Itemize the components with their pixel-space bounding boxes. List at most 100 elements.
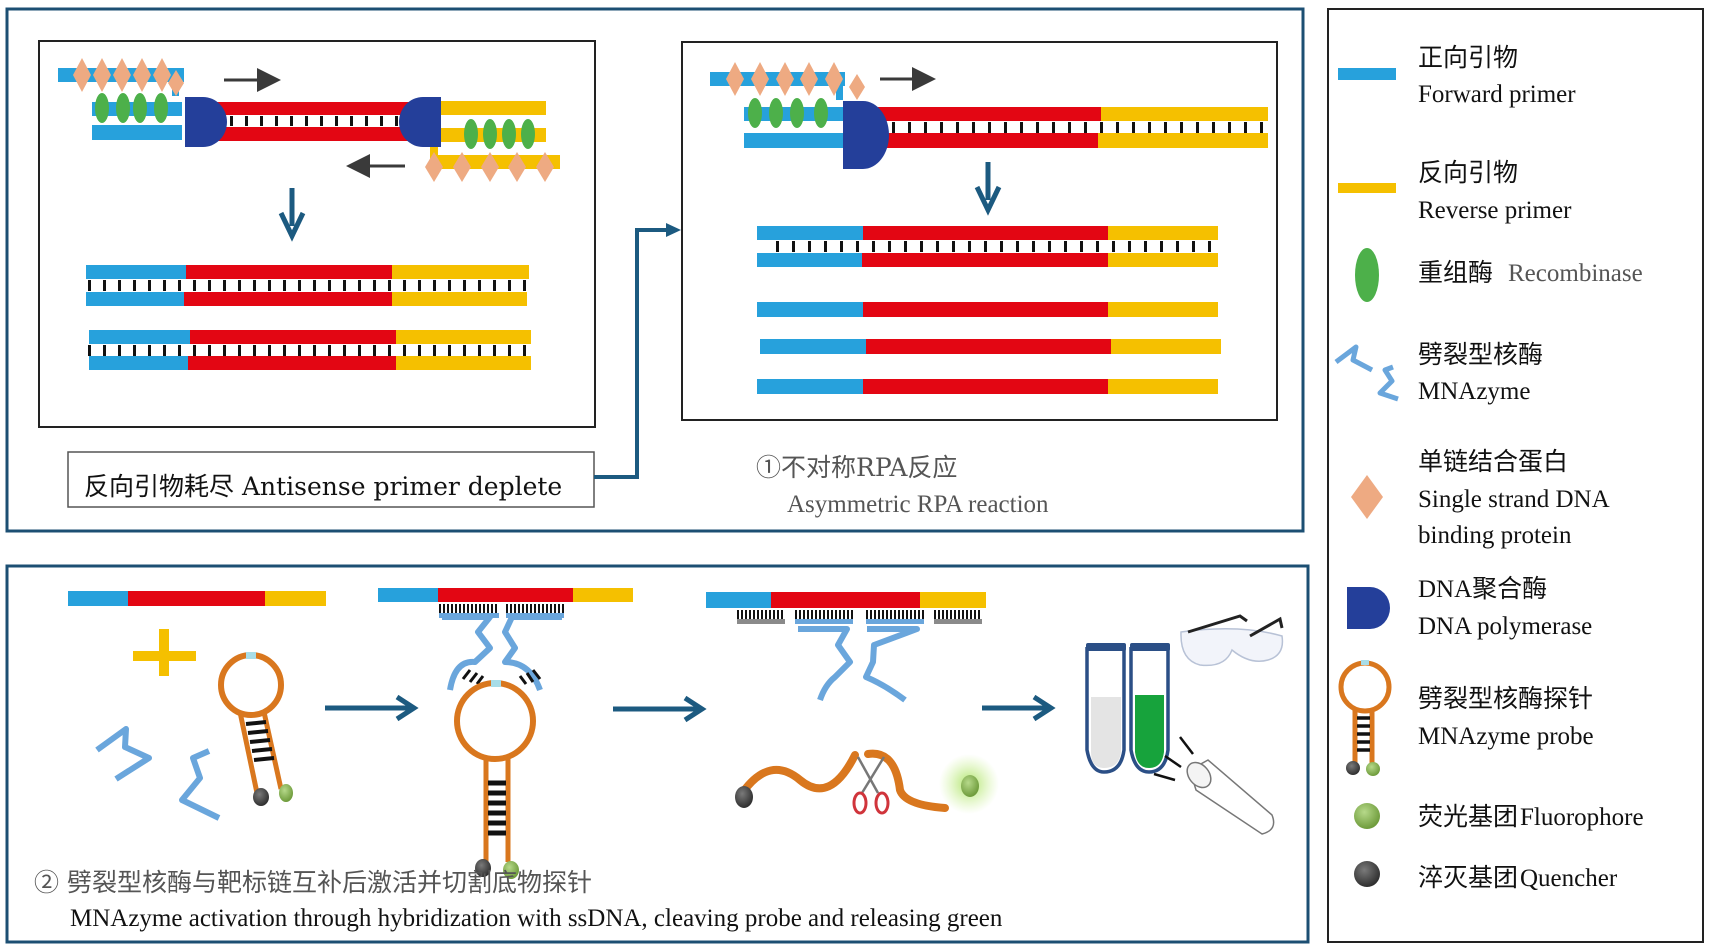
depletion-label-box: [67, 451, 595, 508]
base-pair-tick: [974, 610, 976, 619]
legend-item-reverse-primer: 反向引物 Reverse primer: [1338, 158, 1572, 224]
base-pair-tick: [298, 345, 301, 356]
base-pair-tick: [118, 345, 121, 356]
legend-item-quencher: 淬灭基团 Quencher: [1354, 861, 1618, 892]
base-pair-tick: [942, 610, 944, 619]
base-pair-tick: [530, 604, 532, 613]
base-pair-tick: [1020, 122, 1023, 133]
base-pair-tick: [920, 241, 923, 252]
cleavage-complex: [706, 592, 999, 815]
base-pair-tick: [966, 610, 968, 619]
base-pair-tick: [749, 610, 751, 619]
polymerase-right: [399, 97, 441, 147]
base-pair-tick: [562, 604, 564, 613]
base-pair-tick: [906, 610, 908, 619]
base-pair-tick: [403, 280, 406, 291]
process-arrow-icon: [325, 694, 419, 722]
base-pair-tick: [493, 345, 496, 356]
polymerase: [843, 101, 889, 169]
base-pair-tick: [1068, 122, 1071, 133]
dsDNA-product: [86, 265, 529, 306]
base-pair-tick: [1192, 241, 1195, 252]
legend-item-ssb: 单链结合蛋白 Single strand DNA binding protein: [1351, 447, 1610, 549]
base-pair-tick: [463, 345, 466, 356]
legend-item-fluorophore: 荧光基团 Fluorophore: [1354, 802, 1644, 831]
dsDNA-product: [88, 330, 531, 370]
ssb-proteins: [73, 58, 184, 96]
base-pair-tick: [808, 241, 811, 252]
base-pair-tick: [508, 280, 511, 291]
base-pair-tick: [847, 610, 849, 619]
base-pair-tick: [781, 610, 783, 619]
svg-text:Single strand DNA: Single strand DNA: [1418, 486, 1610, 513]
base-pair-tick: [268, 345, 271, 356]
svg-text:正向引物: 正向引物: [1418, 43, 1518, 72]
base-pair-tick: [550, 604, 552, 613]
down-arrow-icon: [278, 188, 306, 242]
base-pair-tick: [870, 610, 872, 619]
base-pair-tick: [940, 122, 943, 133]
recombinase-proteins: [95, 93, 168, 123]
base-pair-tick: [148, 345, 151, 356]
base-pair-tick: [840, 241, 843, 252]
base-pair-tick: [373, 280, 376, 291]
base-pair-tick: [313, 280, 316, 291]
base-pair-tick: [88, 280, 91, 291]
base-pair-tick: [952, 241, 955, 252]
base-pair-tick: [934, 610, 936, 619]
base-pair-tick: [103, 280, 106, 291]
base-pair-tick: [856, 241, 859, 252]
base-pair-tick: [403, 345, 406, 356]
base-pair-tick: [872, 241, 875, 252]
base-pair-tick: [268, 280, 271, 291]
base-pair-tick: [956, 122, 959, 133]
goggles-icon: [1180, 614, 1284, 667]
base-pair-tick: [479, 604, 481, 613]
base-pair-tick: [890, 610, 892, 619]
base-pair-tick: [745, 610, 747, 619]
panel1-frame: [5, 7, 1305, 533]
base-pair-tick: [471, 604, 473, 613]
base-pair-tick: [546, 604, 548, 613]
reverse-primer-line-icon: [1338, 183, 1396, 193]
base-pair-tick: [936, 241, 939, 252]
base-pair-tick: [163, 345, 166, 356]
base-pair-tick: [455, 604, 457, 613]
base-pair-tick: [894, 610, 896, 619]
base-pair-tick: [978, 610, 980, 619]
base-pair-tick: [827, 610, 829, 619]
base-pair-tick: [148, 280, 151, 291]
base-pair-tick: [439, 604, 441, 613]
base-pair-tick: [448, 280, 451, 291]
base-pair-tick: [803, 610, 805, 619]
base-pair-tick: [922, 610, 924, 619]
blocked-arm: [934, 619, 982, 624]
base-pair-tick: [1132, 122, 1135, 133]
base-pair-tick: [1176, 241, 1179, 252]
base-pair-tick: [343, 345, 346, 356]
svg-text:binding protein: binding protein: [1418, 522, 1572, 549]
base-pair-tick: [737, 610, 739, 619]
base-pair-tick: [761, 610, 763, 619]
base-pair-tick: [1096, 241, 1099, 252]
legend-box: [1327, 8, 1704, 943]
base-pair-tick: [506, 604, 508, 613]
base-pair-tick: [1180, 122, 1183, 133]
base-pair-tick: [514, 604, 516, 613]
base-pair-tick: [328, 345, 331, 356]
step1-title-en: Asymmetric RPA reaction: [787, 491, 1049, 518]
base-pair-tick: [478, 280, 481, 291]
base-pair-tick: [433, 345, 436, 356]
ssDNA-product: [760, 339, 1221, 354]
legend-item-forward-primer: 正向引物 Forward primer: [1338, 43, 1576, 108]
base-pair-tick: [904, 241, 907, 252]
base-pair-tick: [773, 610, 775, 619]
base-pair-tick: [526, 604, 528, 613]
base-pair-tick: [898, 610, 900, 619]
base-pair-tick: [1196, 122, 1199, 133]
svg-text:荧光基团: 荧光基团: [1418, 802, 1518, 831]
hairpin-probe-icon: [1338, 660, 1392, 776]
base-pair-tick: [510, 604, 512, 613]
svg-text:Forward primer: Forward primer: [1418, 81, 1576, 108]
